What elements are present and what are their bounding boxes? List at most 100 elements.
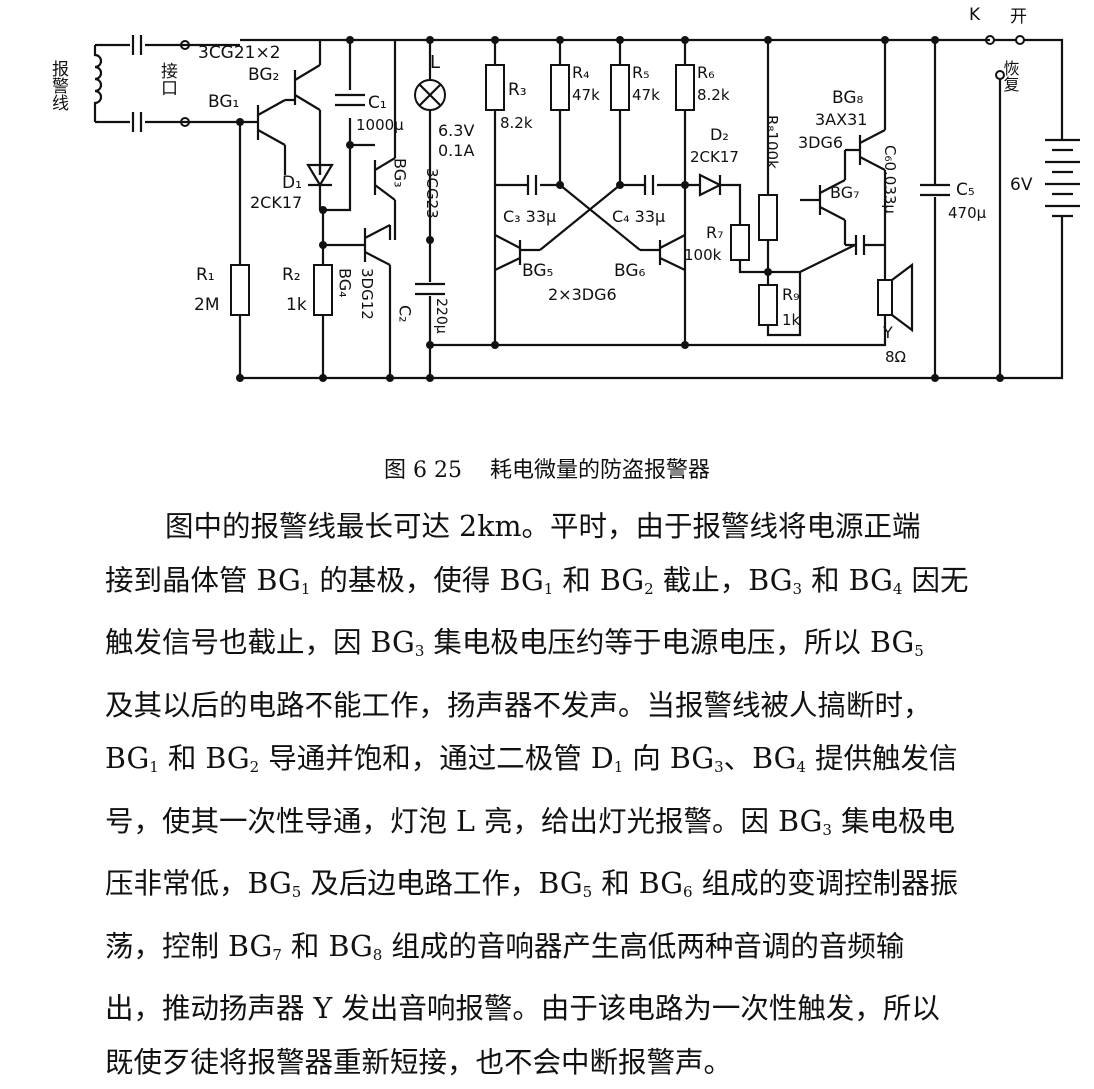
label-switch: K bbox=[969, 5, 981, 25]
text-segment: 出，推动扬声器 Y 发出音响报警。由于该电路为一次性触发，所以 bbox=[105, 992, 940, 1025]
subscript: 3 bbox=[822, 821, 832, 839]
label-c1-name: C₁ bbox=[368, 93, 387, 113]
label-lamp: L bbox=[430, 52, 440, 73]
subscript: 1 bbox=[301, 580, 311, 598]
subscript: 8 bbox=[373, 946, 383, 964]
battery-cells bbox=[1045, 135, 1080, 230]
text-segment: 因无 bbox=[902, 564, 968, 597]
lamp-cross bbox=[419, 84, 441, 106]
text-segment: 号，使其一次性导通，灯泡 L 亮，给出灯光报警。因 BG bbox=[105, 805, 822, 838]
label-bg4-type: 3DG12 bbox=[358, 268, 376, 320]
bg5-body bbox=[495, 235, 540, 345]
label-c2-val: 220μ bbox=[433, 298, 449, 334]
r2-resistor bbox=[314, 265, 332, 315]
text-segment: 和 BG bbox=[802, 564, 893, 597]
label-r9-name: R₉ bbox=[782, 285, 800, 304]
label-c2-name: C₂ bbox=[396, 305, 415, 323]
label-bg5: BG₅ bbox=[522, 261, 553, 281]
c3-plates bbox=[528, 175, 536, 195]
label-r7-val: 100k bbox=[684, 246, 722, 264]
r7-resistor bbox=[731, 225, 749, 260]
figure-caption: 图 6 25 耗电微量的防盗报警器 bbox=[0, 452, 1094, 484]
text-segment: 和 BG bbox=[159, 742, 250, 775]
port-cap-top bbox=[133, 35, 141, 55]
label-c5-val: 470μ bbox=[948, 204, 987, 222]
label-d1-name: D₁ bbox=[282, 173, 302, 193]
speaker-wire bbox=[860, 250, 885, 345]
subscript: 2 bbox=[250, 758, 260, 776]
text-segment: BG bbox=[105, 742, 149, 775]
label-lamp-rating1: 6.3V bbox=[438, 121, 474, 140]
label-c1-val: 1000μ bbox=[356, 116, 404, 134]
text-line: 图中的报警线最长可达 2km。平时，由于报警线将电源正端 bbox=[105, 500, 1065, 554]
label-r5-val: 47k bbox=[632, 86, 660, 104]
label-r7-name: R₇ bbox=[706, 223, 724, 242]
figure-number: 图 6 25 bbox=[384, 458, 462, 483]
subscript: 4 bbox=[796, 758, 806, 776]
label-c4: C₄ 33μ bbox=[612, 207, 665, 226]
switch-open-terminal bbox=[1016, 36, 1024, 44]
label-bg3-type: 3CG23 bbox=[423, 168, 441, 219]
subscript: 3 bbox=[714, 758, 724, 776]
text-segment: 接到晶体管 BG bbox=[105, 564, 301, 597]
label-d2-name: D₂ bbox=[710, 125, 729, 144]
text-segment: 图中的报警线最长可达 2km。平时，由于报警线将电源正端 bbox=[165, 510, 921, 543]
label-r8: R₈100k bbox=[763, 115, 781, 169]
label-battery: 6V bbox=[1010, 175, 1033, 195]
text-segment: 导通并饱和，通过二极管 D bbox=[259, 742, 613, 775]
label-r1-val: 2M bbox=[194, 295, 219, 315]
text-segment: 和 BG bbox=[282, 930, 373, 963]
label-r1-name: R₁ bbox=[196, 265, 215, 285]
text-segment: 和 BG bbox=[592, 867, 683, 900]
subscript: 1 bbox=[544, 580, 554, 598]
label-lamp-rating2: 0.1A bbox=[438, 141, 474, 160]
c4-plates bbox=[645, 175, 653, 195]
label-bg8: BG₈ bbox=[832, 88, 864, 108]
subscript: 4 bbox=[893, 580, 903, 598]
label-r4-val: 47k bbox=[572, 86, 600, 104]
label-bg2: BG₂ bbox=[248, 65, 279, 85]
label-r3-val: 8.2k bbox=[500, 114, 533, 132]
r8-resistor bbox=[759, 195, 777, 240]
r7-wire bbox=[740, 260, 768, 272]
bg2-body bbox=[285, 40, 320, 175]
text-line: 出，推动扬声器 Y 发出音响报警。由于该电路为一次性触发，所以 bbox=[105, 982, 1065, 1036]
text-segment: 和 BG bbox=[553, 564, 644, 597]
text-line: 压非常低，BG5 及后边电路工作，BG5 和 BG6 组成的变调控制器振 bbox=[105, 857, 1065, 920]
text-segment: 及后边电路工作，BG bbox=[301, 867, 582, 900]
subscript: 3 bbox=[792, 580, 802, 598]
label-bg1: BG₁ bbox=[208, 92, 239, 112]
subscript: 6 bbox=[683, 883, 693, 901]
text-segment: 截止，BG bbox=[654, 564, 793, 597]
label-c3: C₃ 33μ bbox=[503, 207, 556, 226]
label-bg6: BG₆ bbox=[614, 261, 646, 281]
label-speaker-val: 8Ω bbox=[885, 348, 906, 366]
bg6-body bbox=[640, 235, 685, 345]
text-segment: 提供触发信 bbox=[806, 742, 958, 775]
subscript: 3 bbox=[415, 642, 425, 660]
r1-resistor bbox=[231, 265, 249, 315]
label-speaker-name: Y bbox=[882, 323, 893, 342]
text-segment: 向 BG bbox=[623, 742, 714, 775]
r4-resistor bbox=[551, 65, 569, 110]
text-line: BG1 和 BG2 导通并饱和，通过二极管 D1 向 BG3、BG4 提供触发信 bbox=[105, 732, 1065, 795]
text-line: 荡，控制 BG7 和 BG8 组成的音响器产生高低两种音调的音频输 bbox=[105, 920, 1065, 983]
port-cap-bottom bbox=[133, 112, 141, 132]
subscript: 1 bbox=[614, 758, 624, 776]
label-c6: C₆0.033μ bbox=[881, 145, 899, 214]
bg1-body bbox=[258, 100, 285, 175]
label-d2-type: 2CK17 bbox=[690, 148, 739, 166]
label-bg56-type: 2×3DG6 bbox=[548, 285, 617, 304]
r3-resistor bbox=[486, 65, 504, 110]
r6-resistor bbox=[676, 65, 694, 110]
subscript: 7 bbox=[272, 946, 282, 964]
label-r5-name: R₅ bbox=[632, 63, 650, 82]
text-segment: 集电极电压约等于电源电压，所以 BG bbox=[424, 626, 914, 659]
label-r6-val: 8.2k bbox=[697, 86, 730, 104]
text-segment: 及其以后的电路不能工作，扬声器不发声。当报警线被人搞断时， bbox=[105, 689, 932, 722]
label-bg2-type: 3CG21×2 bbox=[198, 43, 281, 63]
label-bg3: BG₃ bbox=[391, 158, 410, 188]
body-paragraph: 图中的报警线最长可达 2km。平时，由于报警线将电源正端接到晶体管 BG1 的基… bbox=[105, 500, 1065, 1089]
label-r2-name: R₂ bbox=[282, 265, 301, 285]
text-segment: 触发信号也截止，因 BG bbox=[105, 626, 415, 659]
